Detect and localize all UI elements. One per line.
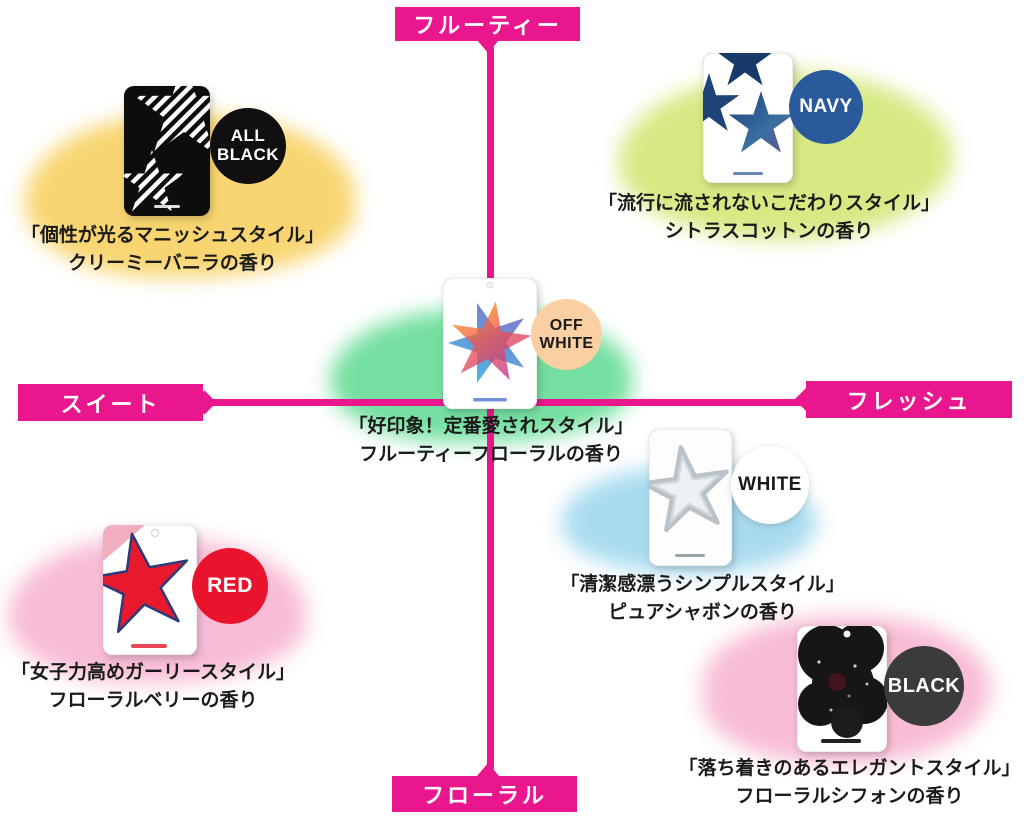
style-description: 「清潔感漂うシンプルスタイル」 <box>560 574 845 595</box>
color-badge-red: RED <box>192 548 268 624</box>
black-floral-pattern-icon <box>796 625 888 753</box>
color-badge-all-black: ALL BLACK <box>210 108 286 184</box>
axis-label-fresh: フレッシュ <box>806 381 1012 418</box>
product-description-red: 「女子力高めガーリースタイル」 フローラルベリーの香り <box>0 659 306 715</box>
product-card-off-white <box>442 277 538 414</box>
style-description: 「女子力高めガーリースタイル」 <box>10 662 296 683</box>
product-card-black <box>796 625 888 757</box>
style-description: 「個性が光るマニッシュスタイル」 <box>20 225 325 246</box>
axis-arrow-down-icon <box>477 40 499 53</box>
product-card-white <box>648 428 733 571</box>
product-description-off-white: 「好印象！定番愛されスタイル」 フルーティーフローラルの香り <box>330 413 652 469</box>
geometric-star-pattern-icon <box>124 86 210 216</box>
red-star-icon <box>102 524 198 656</box>
scent-description: フルーティーフローラルの香り <box>359 444 623 465</box>
product-description-all-black: 「個性が光るマニッシュスタイル」 クリーミーバニラの香り <box>5 222 340 278</box>
badge-label: RED <box>207 574 253 598</box>
axis-label-floral: フローラル <box>392 776 577 812</box>
badge-label: OFF <box>549 316 584 334</box>
style-description: 「流行に流されないこだわりスタイル」 <box>597 193 940 214</box>
style-description: 「落ち着きのあるエレガントスタイル」 <box>678 758 1021 779</box>
product-description-white: 「清潔感漂うシンプルスタイル」 ピュアシャボンの香り <box>545 571 860 627</box>
color-badge-off-white: OFF WHITE <box>531 299 602 370</box>
badge-label: BLACK <box>217 145 279 164</box>
scent-description: シトラスコットンの香り <box>664 221 874 242</box>
axis-label-fruity: フルーティー <box>395 7 580 41</box>
product-description-navy: 「流行に流されないこだわりスタイル」 シトラスコットンの香り <box>595 190 943 246</box>
axis-label-sweet: スイート <box>18 384 203 421</box>
style-description: 「好印象！定番愛されスタイル」 <box>348 416 634 437</box>
product-card-all-black <box>124 86 210 221</box>
badge-label: ALL <box>230 126 266 146</box>
badge-label: WHITE <box>738 473 802 495</box>
scent-description: フローラルシフォンの香り <box>735 786 964 807</box>
axis-arrow-up-icon <box>477 763 499 776</box>
product-description-black: 「落ち着きのあるエレガントスタイル」 フローラルシフォンの香り <box>675 755 1024 811</box>
badge-label: NAVY <box>799 95 853 117</box>
badge-label: BLACK <box>887 675 961 697</box>
silver-star-outline-icon <box>648 428 733 567</box>
scent-description: フローラルベリーの香り <box>48 690 258 711</box>
color-badge-white: WHITE <box>731 446 809 524</box>
color-badge-black: BLACK <box>884 646 964 726</box>
navy-stars-icon <box>702 52 794 184</box>
scent-description: ピュアシャボンの香り <box>608 602 797 623</box>
badge-label: WHITE <box>539 334 594 352</box>
color-badge-navy: NAVY <box>789 70 863 144</box>
product-card-navy <box>702 52 794 188</box>
rainbow-star-icon <box>442 277 538 410</box>
product-card-red <box>102 524 198 660</box>
scent-description: クリーミーバニラの香り <box>68 253 277 274</box>
